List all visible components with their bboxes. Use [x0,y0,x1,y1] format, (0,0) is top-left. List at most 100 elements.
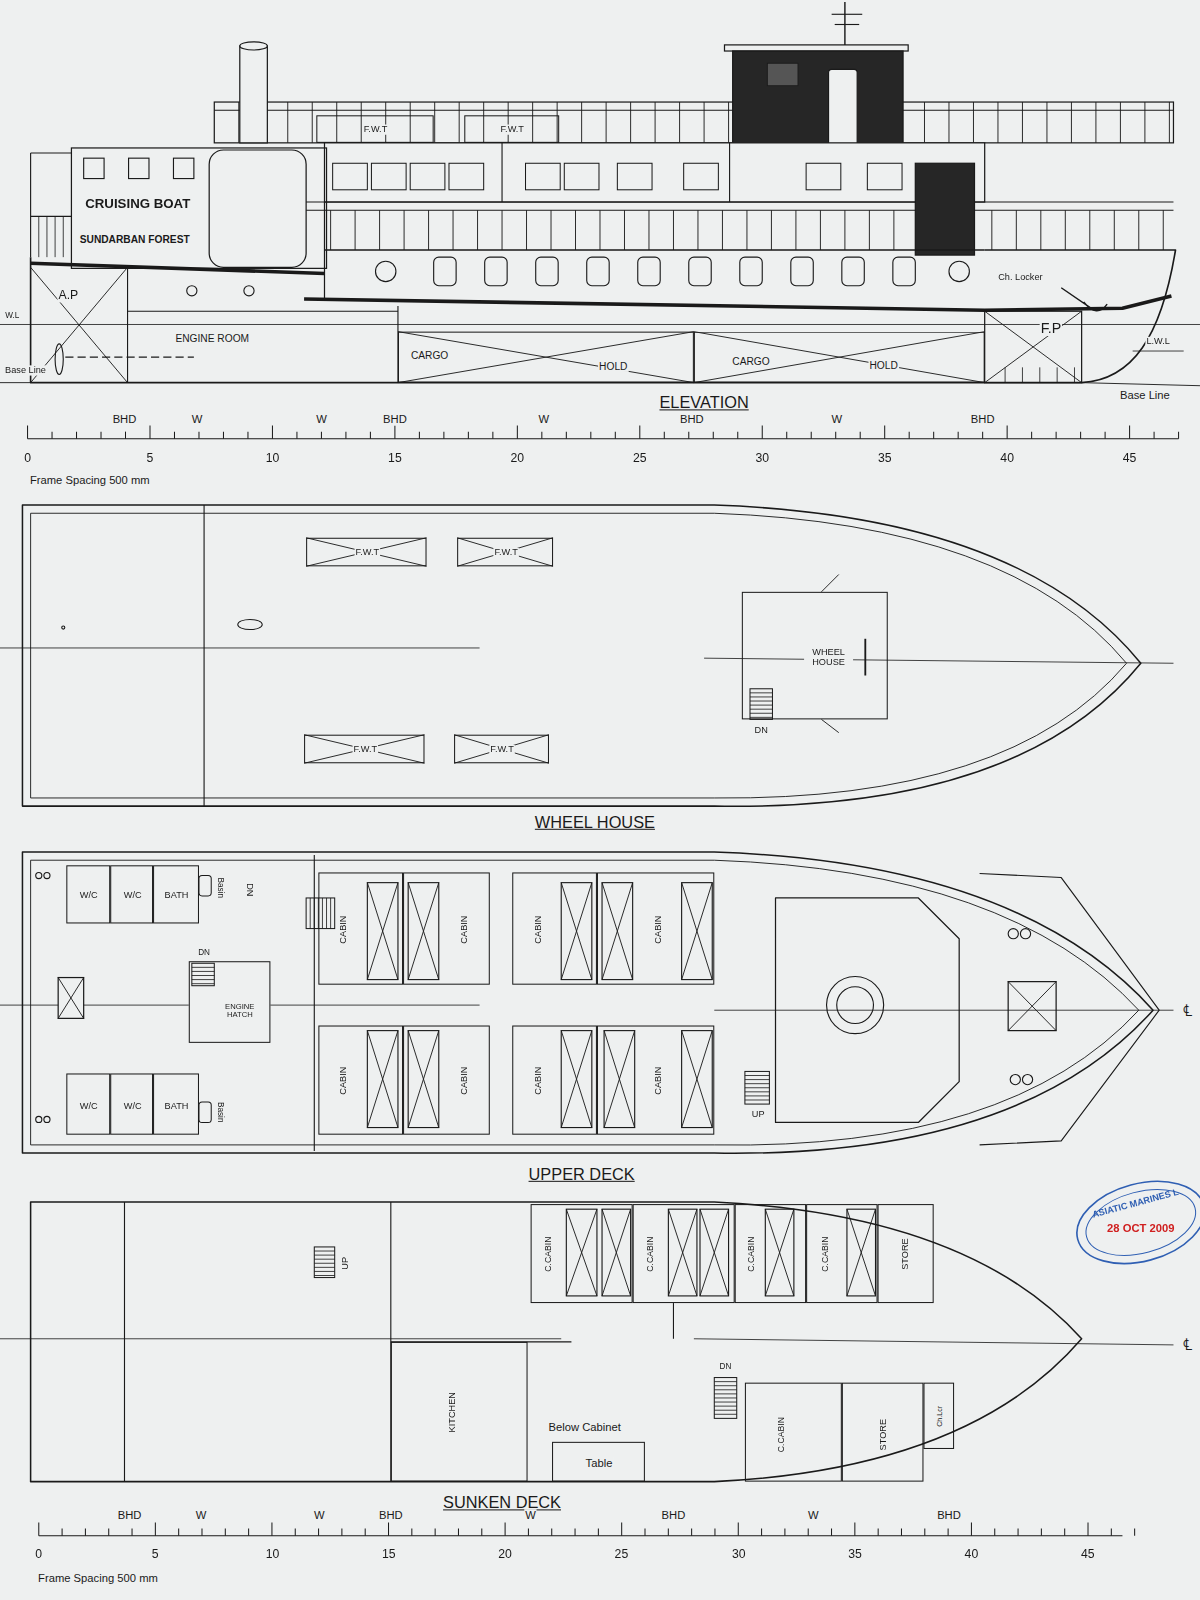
bollard [1020,929,1030,939]
compartment-label: W/C [79,1102,99,1112]
base-line [1082,383,1200,386]
drawing-label: 25 [614,1547,630,1560]
stanchion [336,102,337,143]
compartment-box: CARGO HOLD [398,332,694,383]
stanchion [46,216,47,257]
scale-tick [1154,432,1155,439]
stair-tread [714,1381,736,1382]
window [587,257,609,286]
aft-cabin [71,148,326,268]
drawing-label: L.W.L [1145,337,1171,347]
compartment-box: KITCHEN [391,1342,528,1482]
compartment-label: CARGO [410,349,449,360]
round-table [837,987,874,1024]
stanchion [508,102,509,143]
compartment-box: W/C [110,865,153,923]
deck-rail [306,201,1173,202]
scale-tick [321,432,322,439]
frame [1057,367,1058,382]
drawing-label: DN [244,882,254,897]
stanchion [704,102,705,143]
scale-tick [468,432,469,439]
scale-tick [878,1529,879,1536]
bed-cross [602,1209,631,1296]
tank-cross [454,735,549,764]
scale-tick [566,432,567,439]
scale-tick [528,1529,529,1536]
hull-outline [31,250,1176,383]
drawing-label: ℄ [1182,1001,1193,1019]
vent [238,619,262,629]
compartment-box: C.CABIN [633,1204,735,1303]
compartment-box: ENGINE HATCH [189,961,271,1043]
wheelhouse-block [733,51,903,155]
drawing-label: BHD [382,413,408,425]
stair-tread [314,1263,334,1264]
compartment-box: CABIN [318,872,403,984]
stair-tread [714,1389,736,1390]
main-sheer [304,296,1171,310]
stair-tread [750,705,772,706]
drawing-label: W [830,413,843,425]
stanchion [361,102,362,143]
scale-tick [443,432,444,439]
stanchion [385,102,386,143]
scale-tick [738,1522,739,1535]
stanchion [330,210,331,250]
compartment-box: C.CABIN [745,1383,842,1482]
bed-cross [561,1031,592,1128]
stanchion [648,210,649,250]
stanchion [991,210,992,250]
hold-cross [694,332,985,383]
stanchion [459,102,460,143]
drawing-label: 20 [497,1547,513,1560]
drawing-label: 15 [387,451,403,464]
scale-tick [691,1529,692,1536]
compartment-label: HOLD [598,361,628,372]
scale-tick [639,426,640,439]
drawing-label: 40 [964,1547,980,1560]
compartment-box: CABIN [403,1026,490,1135]
window [564,163,599,190]
compartment-label: CABIN [339,915,349,945]
fp-tank-cross [985,311,1082,382]
scale-tick [551,1529,552,1536]
drawing-label: BHD [378,1509,404,1521]
view-title: SUNKEN DECK [442,1494,562,1512]
stair-tread [714,1402,736,1403]
drawing-label: W [807,1509,820,1521]
stanchion [453,210,454,250]
mast [844,2,845,45]
compartment-box: F.W.T [464,115,559,143]
scale-tick [1041,1529,1042,1536]
compartment-box: CABIN [403,872,490,984]
compartment-label: STORE [901,1237,911,1271]
lounge [776,898,960,1122]
hatch-cross [58,978,84,1019]
compartment-label: W/C [79,891,99,901]
bed-cross [602,883,633,980]
stair-tread [714,1385,736,1386]
bed [408,883,439,980]
drawing-label: 25 [632,451,648,464]
window [526,163,561,190]
stair-tread [330,898,331,929]
bed [700,1209,729,1296]
drawing-label: W [191,413,204,425]
stanchion [1163,210,1164,250]
stanchion [355,210,356,250]
scale-tick [1178,432,1179,439]
scale-tick [1111,1529,1112,1536]
scale-tick [1018,1529,1019,1536]
stanchion [1022,102,1023,143]
stanchion [820,210,821,250]
scale-tick [435,1529,436,1536]
stamp-ring [1079,1178,1200,1266]
stair [314,1247,334,1278]
stanchion [630,102,631,143]
window [791,257,813,286]
stair-tread [745,1095,769,1096]
bed [602,1209,631,1296]
scale-tick [174,432,175,439]
stanchion [1089,210,1090,250]
